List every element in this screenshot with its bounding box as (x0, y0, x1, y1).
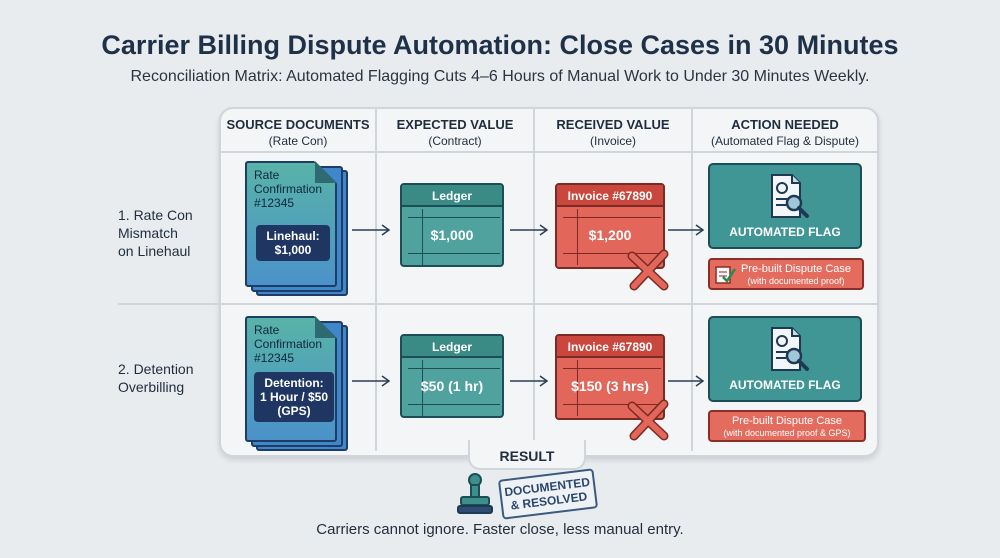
page-subtitle: Reconciliation Matrix: Automated Flaggin… (130, 68, 870, 85)
rate-con-value-chip: Linehaul: $1,000 (256, 225, 330, 261)
automated-flag-label: AUTOMATED FLAG (729, 225, 841, 239)
column-title: EXPECTED VALUE (396, 117, 514, 132)
dispute-subtitle: (with documented proof & GPS) (723, 428, 851, 438)
dispute-case-button[interactable]: Pre-built Dispute Case (with documented … (708, 258, 864, 290)
row-label-1: 1. Rate Con Mismatch on Linehaul (118, 206, 193, 260)
invoice-value: $1,200 (588, 227, 632, 243)
automated-flag-label: AUTOMATED FLAG (729, 378, 841, 392)
rate-con-value-chip: Detention: 1 Hour / $50 (GPS) (254, 372, 334, 422)
page-title: Carrier Billing Dispute Automation: Clos… (101, 30, 899, 60)
ledger-header (402, 336, 502, 358)
arrow-right-icon (668, 224, 705, 236)
ledger-label: Ledger (431, 189, 472, 203)
ledger-header (402, 185, 502, 207)
column-header-received: RECEIVED VALUE (Invoice) (535, 109, 691, 153)
invoice-header (557, 336, 663, 358)
documented-resolved-stamp: DOCUMENTED & RESOLVED (497, 468, 599, 520)
doc-title-line: Rate (254, 168, 280, 182)
ledger-rule (422, 360, 423, 416)
dispute-subtitle: (with documented proof) (747, 276, 845, 286)
column-header-action: ACTION NEEDED (Automated Flag & Dispute) (693, 109, 877, 153)
invoice-rule (577, 209, 578, 265)
doc-title-line: Confirmation (254, 182, 323, 196)
chip-line: $1,000 (274, 243, 312, 257)
ledger-value: $1,000 (430, 227, 474, 243)
ledger-rule (408, 404, 500, 405)
column-subtitle: (Rate Con) (268, 134, 328, 148)
column-divider (533, 109, 535, 451)
ledger-card: Ledger $1,000 (400, 183, 504, 267)
chip-line: Linehaul: (266, 229, 320, 243)
invoice-rule (563, 217, 661, 218)
invoice-rule (563, 368, 661, 369)
column-subtitle: (Automated Flag & Dispute) (710, 134, 860, 148)
document-search-icon (771, 327, 809, 371)
chip-line: Detention: (264, 376, 324, 390)
arrow-right-icon (510, 224, 549, 236)
invoice-card: Invoice #67890 $1,200 (555, 183, 665, 269)
ledger-rule (408, 253, 500, 254)
column-title: RECEIVED VALUE (556, 117, 670, 132)
row-label-line: Overbilling (118, 379, 185, 395)
row-label-line: 2. Detention (118, 361, 194, 377)
arrow-right-icon (352, 375, 391, 387)
ledger-label: Ledger (431, 340, 472, 354)
column-divider (375, 109, 377, 451)
rate-con-title: Rate Confirmation #12345 (254, 323, 322, 365)
rubber-stamp-icon (457, 473, 493, 514)
ledger-rule (408, 368, 500, 369)
row-label-2: 2. Detention Overbilling (118, 360, 194, 396)
invoice-label: Invoice #67890 (567, 189, 653, 203)
row-label-line: 1. Rate Con (118, 207, 193, 223)
doc-title-line: Confirmation (254, 337, 323, 351)
dispute-title: Pre-built Dispute Case (731, 415, 843, 427)
invoice-header (557, 185, 663, 207)
invoice-rule (577, 360, 578, 416)
column-subtitle: (Contract) (428, 134, 482, 148)
chip-line: 1 Hour / $50 (259, 390, 329, 404)
arrow-right-icon (510, 375, 549, 387)
row-label-divider (118, 303, 219, 305)
automated-flag-card: AUTOMATED FLAG (708, 316, 862, 402)
ledger-rule (422, 209, 423, 265)
rate-con-title: Rate Confirmation #12345 (254, 168, 322, 210)
invoice-value: $150 (3 hrs) (571, 378, 649, 394)
column-header-expected: EXPECTED VALUE (Contract) (377, 109, 533, 153)
checklist-icon (715, 266, 736, 284)
ledger-value: $50 (1 hr) (420, 378, 484, 394)
result-label: RESULT (468, 440, 586, 470)
column-header-source: SOURCE DOCUMENTS (Rate Con) (221, 109, 375, 153)
arrow-right-icon (352, 224, 391, 236)
row-label-line: Mismatch (118, 225, 178, 241)
invoice-rule (563, 404, 661, 405)
dispute-case-button[interactable]: Pre-built Dispute Case (with documented … (708, 410, 866, 442)
header-divider (221, 151, 877, 153)
dispute-title: Pre-built Dispute Case (740, 263, 852, 275)
doc-title-line: #12345 (254, 351, 295, 365)
column-divider (691, 109, 693, 451)
column-title: SOURCE DOCUMENTS (226, 117, 370, 132)
x-mark-icon (627, 399, 669, 441)
document-search-icon (771, 174, 809, 218)
invoice-label: Invoice #67890 (567, 340, 653, 354)
automated-flag-card: AUTOMATED FLAG (708, 163, 862, 249)
chip-line: (GPS) (277, 404, 311, 418)
doc-title-line: Rate (254, 323, 280, 337)
invoice-card: Invoice #67890 $150 (3 hrs) (555, 334, 665, 420)
arrow-right-icon (668, 375, 705, 387)
row-divider (221, 303, 877, 305)
invoice-rule (563, 253, 661, 254)
doc-title-line: #12345 (254, 196, 295, 210)
ledger-rule (408, 217, 500, 218)
result-footer: Carriers cannot ignore. Faster close, le… (316, 521, 684, 538)
column-subtitle: (Invoice) (589, 134, 636, 148)
row-label-line: on Linehaul (118, 243, 191, 259)
column-title: ACTION NEEDED (731, 117, 839, 132)
x-mark-icon (627, 249, 669, 291)
ledger-card: Ledger $50 (1 hr) (400, 334, 504, 418)
